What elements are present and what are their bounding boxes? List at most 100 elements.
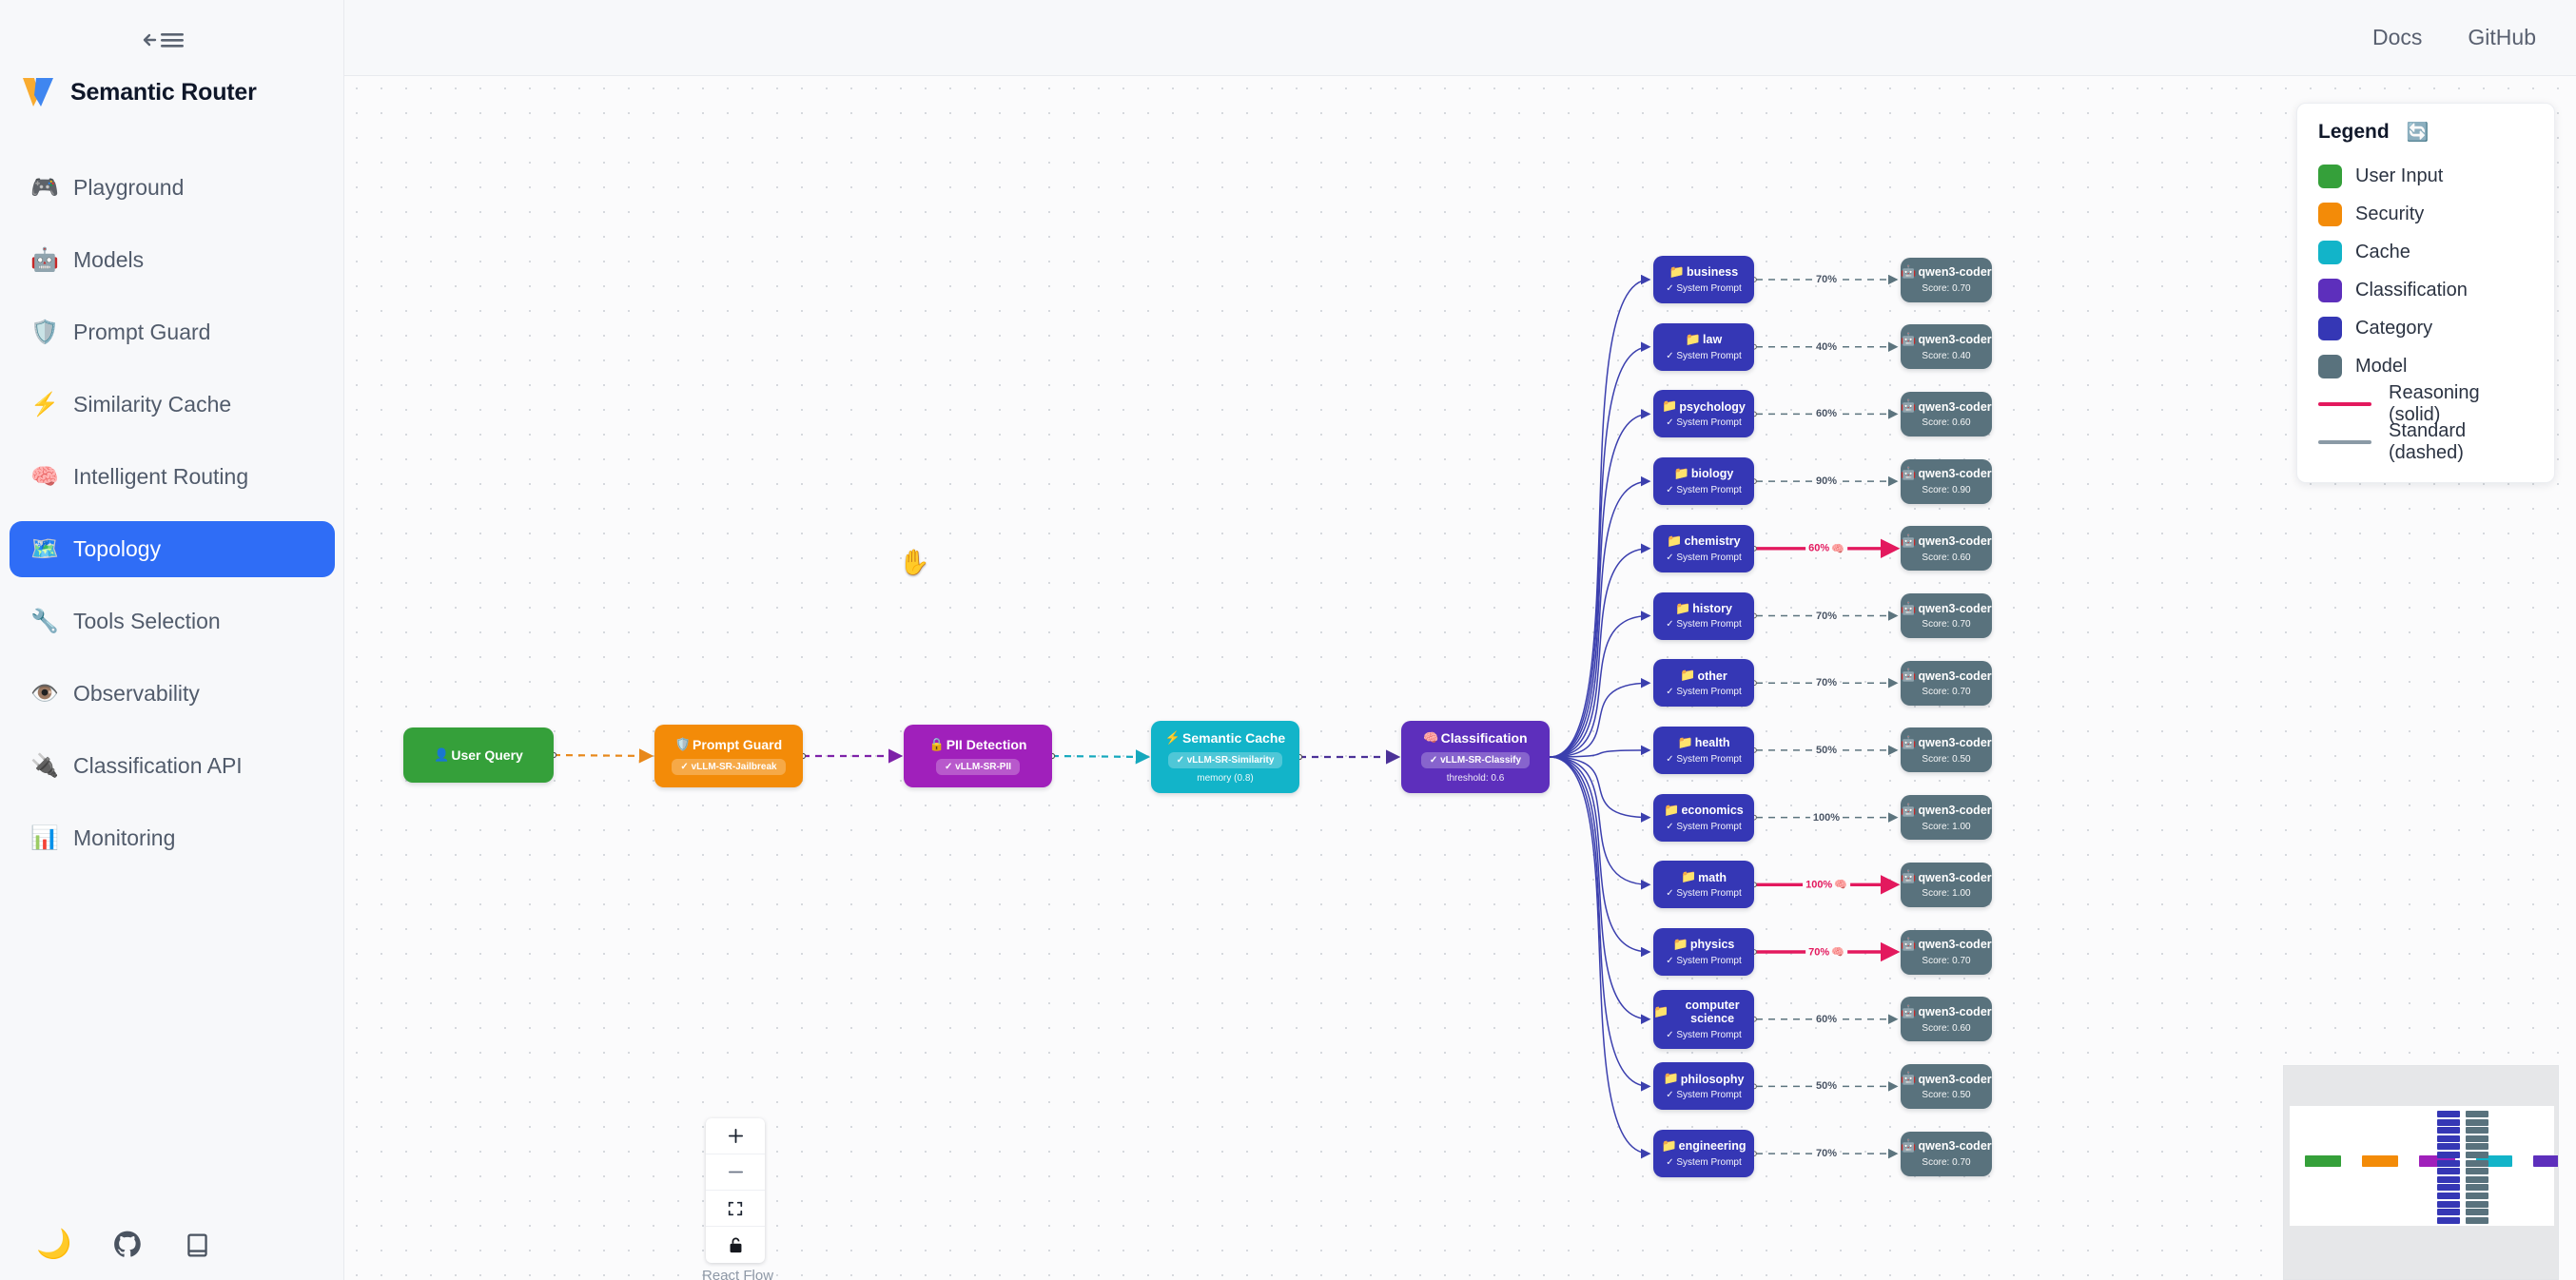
node-title-text: law [1703, 333, 1723, 346]
collapse-sidebar-icon[interactable] [143, 29, 186, 51]
github-icon[interactable] [113, 1231, 142, 1259]
node-category-physics[interactable]: 📁physics✓ System Prompt [1653, 928, 1754, 976]
node-category-other[interactable]: 📁other✓ System Prompt [1653, 659, 1754, 708]
node-title: 📁business [1669, 264, 1738, 280]
minimap-node [2437, 1152, 2460, 1158]
node-category-computer-science[interactable]: 📁computer science✓ System Prompt [1653, 989, 1754, 1049]
minimap-node [2466, 1184, 2488, 1192]
edge-label-philosophy: 50% [1812, 1080, 1841, 1093]
node-category-history[interactable]: 📁history✓ System Prompt [1653, 592, 1754, 640]
minimap-node [2437, 1135, 2460, 1142]
minimap-node [2437, 1168, 2460, 1175]
node-category-philosophy[interactable]: 📁philosophy✓ System Prompt [1653, 1062, 1754, 1111]
flow-canvas[interactable]: 👤User Query 🛡️Prompt Guard✓ vLLM-SR-Jailb… [344, 76, 2576, 1280]
zoom-in-button[interactable] [706, 1118, 765, 1154]
node-category-business[interactable]: 📁business✓ System Prompt [1653, 256, 1754, 303]
sidebar-item-classification-api[interactable]: 🔌 Classification API [10, 738, 335, 794]
robot-icon: 🤖 [30, 246, 59, 273]
node-category-health[interactable]: 📁health✓ System Prompt [1653, 726, 1754, 774]
node-icon: 📁 [1672, 937, 1688, 952]
minimap[interactable] [2283, 1065, 2559, 1280]
node-category-economics[interactable]: 📁economics✓ System Prompt [1653, 793, 1754, 842]
edge-percent: 70% [1815, 677, 1838, 689]
sidebar-item-intelligent-routing[interactable]: 🧠 Intelligent Routing [10, 449, 335, 505]
node-icon: 🤖 [1901, 466, 1917, 481]
node-icon: 🤖 [1901, 869, 1917, 884]
node-title: 🧠Classification [1423, 730, 1527, 746]
node-icon: 📁 [1663, 1071, 1679, 1086]
node-icon: 📁 [1685, 331, 1702, 346]
edge-label-law: 40% [1812, 340, 1841, 353]
edge-label-health: 50% [1812, 744, 1841, 756]
fit-view-button[interactable] [706, 1191, 765, 1227]
zoom-out-button[interactable] [706, 1154, 765, 1191]
node-category-law[interactable]: 📁law✓ System Prompt [1653, 322, 1754, 371]
minimap-node [2466, 1200, 2488, 1208]
node-category-psychology[interactable]: 📁psychology✓ System Prompt [1653, 390, 1754, 438]
moon-icon[interactable]: 🌙 [36, 1229, 72, 1260]
sidebar-item-observability[interactable]: 👁️ Observability [10, 666, 335, 722]
node-user[interactable]: 👤User Query [403, 727, 554, 783]
node-score: Score: 0.50 [1922, 1090, 1971, 1101]
lock-button[interactable] [706, 1227, 765, 1263]
node-category-engineering[interactable]: 📁engineering✓ System Prompt [1653, 1130, 1754, 1178]
node-category-math[interactable]: 📁math✓ System Prompt [1653, 861, 1754, 909]
legend-label: User Input [2355, 165, 2444, 186]
sidebar-item-models[interactable]: 🤖 Models [10, 232, 335, 288]
node-category-biology[interactable]: 📁biology✓ System Prompt [1653, 457, 1754, 506]
node-title-text: qwen3-coder [1918, 601, 1992, 615]
minimap-node [2437, 1209, 2460, 1216]
sidebar-item-playground[interactable]: 🎮 Playground [10, 160, 335, 216]
node-title-text: qwen3-coder [1918, 803, 1992, 817]
legend-label: Classification [2355, 279, 2468, 301]
node-title: 🛡️Prompt Guard [675, 737, 782, 752]
node-icon: 📁 [1680, 668, 1696, 683]
edge-percent: 40% [1815, 340, 1838, 353]
brand[interactable]: Semantic Router [21, 76, 257, 108]
sidebar-item-topology[interactable]: 🗺️ Topology [10, 521, 335, 577]
book-icon[interactable] [184, 1232, 211, 1259]
node-icon: ⚡ [1164, 730, 1181, 746]
sidebar-item-prompt-guard[interactable]: 🛡️ Prompt Guard [10, 304, 335, 360]
legend-line-dashed: Standard (dashed) [2318, 420, 2533, 463]
legend-swatch [2318, 240, 2342, 264]
flow-edges [550, 274, 1901, 1159]
node-title: 🤖qwen3-coder [1901, 1071, 1991, 1086]
edge-label-economics: 100% [1809, 811, 1844, 824]
docs-link[interactable]: Docs [2372, 25, 2423, 49]
node-title-text: qwen3-coder [1918, 1005, 1992, 1018]
node-guard[interactable]: 🛡️Prompt Guard✓ vLLM-SR-Jailbreak [654, 725, 803, 787]
sidebar-item-similarity-cache[interactable]: ⚡ Similarity Cache [10, 377, 335, 433]
github-link[interactable]: GitHub [2468, 25, 2536, 49]
refresh-icon[interactable]: 🔄 [2406, 122, 2430, 143]
edge-percent: 90% [1815, 475, 1838, 488]
plug-icon: 🔌 [30, 752, 59, 779]
node-title-text: engineering [1678, 1139, 1747, 1154]
node-pii[interactable]: 🔒PII Detection✓ vLLM-SR-PII [904, 725, 1052, 787]
node-subtitle: ✓ System Prompt [1666, 417, 1742, 429]
node-icon: 📁 [1680, 869, 1697, 884]
sidebar-item-tools-selection[interactable]: 🔧 Tools Selection [10, 593, 335, 650]
minimap-node [2437, 1200, 2460, 1208]
legend-item-security: Security [2318, 195, 2533, 233]
sidebar-item-monitoring[interactable]: 📊 Monitoring [10, 810, 335, 866]
node-title: 🤖qwen3-coder [1901, 668, 1991, 683]
node-category-chemistry[interactable]: 📁chemistry✓ System Prompt [1653, 524, 1754, 572]
node-score: Score: 0.70 [1922, 687, 1971, 698]
